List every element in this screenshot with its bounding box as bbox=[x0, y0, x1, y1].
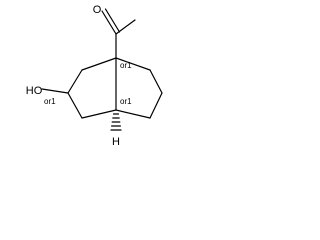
ring-bond-c2-c1 bbox=[67, 92, 83, 119]
hydrogen-label: H bbox=[112, 136, 120, 148]
ring-bond-c3a-c3 bbox=[81, 57, 117, 71]
hashed-wedge-bond bbox=[110, 113, 122, 131]
hydroxyl-bond bbox=[41, 88, 69, 94]
ring-bond-c3-c2 bbox=[67, 69, 83, 94]
hydroxyl-label: HO bbox=[26, 85, 43, 97]
ring-bond-c1-c6a bbox=[81, 109, 117, 119]
ketone-double-bond-a bbox=[101, 10, 117, 35]
ring-bond-c4-c5 bbox=[149, 69, 163, 94]
ring-bond-c5-c6 bbox=[149, 92, 163, 119]
stereo-label-c2: or1 bbox=[44, 97, 56, 106]
methyl-bond bbox=[115, 19, 136, 35]
ring-bond-c6-c6a bbox=[115, 109, 151, 119]
molecule-structure: O HO H or1 or1 or1 bbox=[26, 4, 163, 148]
stereo-label-c3a: or1 bbox=[120, 61, 132, 70]
stereo-label-c6a: or1 bbox=[120, 97, 132, 106]
ketone-oxygen-label: O bbox=[93, 4, 102, 16]
ketone-double-bond-b bbox=[104, 8, 121, 33]
ring-bond-c3a-c4 bbox=[115, 57, 151, 71]
structure-diagram: O HO H or1 or1 or1 bbox=[0, 0, 186, 158]
